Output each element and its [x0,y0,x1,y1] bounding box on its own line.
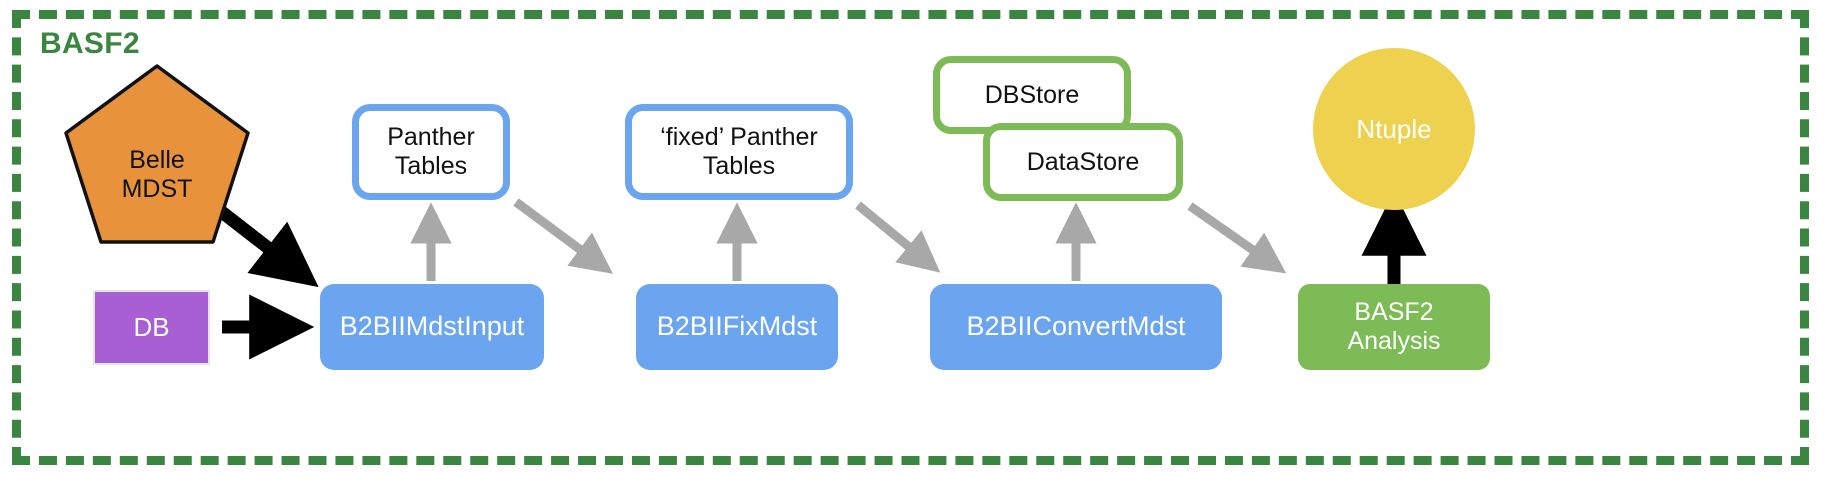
module-label: B2BIIMdstInput [339,311,525,342]
panther-tables-label: Panther Tables [387,123,475,180]
datastore-label: DataStore [1026,147,1140,176]
basf2-analysis-label: BASF2 Analysis [1347,298,1441,355]
module-b2bii-fixmdst[interactable]: B2BIIFixMdst [636,284,838,370]
basf2-frame [12,10,1809,465]
pentagon-shape [64,64,250,244]
fixed-panther-tables-label: ‘fixed’ Panther Tables [660,123,818,180]
ntuple-node[interactable]: Ntuple [1313,48,1475,210]
belle-mdst-label: Belle MDST [121,145,193,203]
belle-mdst-node[interactable]: Belle MDST [62,62,252,247]
module-label: B2BIIConvertMdst [966,311,1186,342]
module-b2bii-convertmdst[interactable]: B2BIIConvertMdst [930,284,1222,370]
dbstore-label: DBStore [984,80,1080,109]
module-b2bii-mdstinput[interactable]: B2BIIMdstInput [320,284,544,370]
basf2-analysis-node[interactable]: BASF2 Analysis [1298,284,1490,370]
module-label: B2BIIFixMdst [656,311,818,342]
fixed-panther-tables-node[interactable]: ‘fixed’ Panther Tables [625,104,853,200]
panther-tables-node[interactable]: Panther Tables [352,104,510,200]
basf2-frame-title: BASF2 [40,27,140,60]
ntuple-label: Ntuple [1356,113,1432,144]
dbstore-node[interactable]: DBStore [933,56,1131,134]
db-label: DB [133,312,170,343]
datastore-node[interactable]: DataStore [983,123,1183,201]
db-node[interactable]: DB [93,290,210,365]
